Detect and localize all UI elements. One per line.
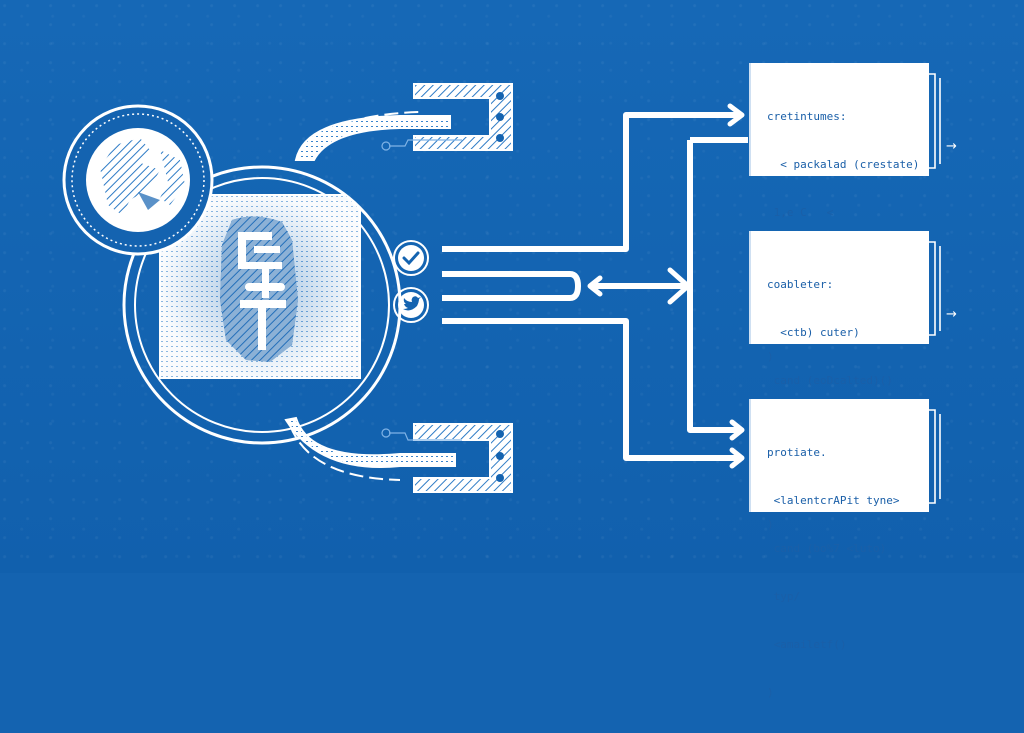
code-line: < packalad (crestate) (767, 158, 920, 171)
code-box-2: coableter: <ctb) cuter) cand (eoDcalted)… (749, 231, 929, 531)
code-line: <lalentcrAPit tyne> (767, 494, 900, 507)
diagram-graphics (62, 73, 941, 504)
code-line: ) (767, 350, 774, 363)
code-line: <ctb) cuter) (767, 326, 860, 339)
code-line: cand (eoDcalted)() (767, 374, 893, 387)
upper-connector (294, 83, 513, 161)
arrow-heads (587, 103, 745, 469)
code-box-1: cretintumes: < packalad (crestate) 1,e C… (749, 63, 929, 363)
code-box-3: protiate. <lalentcrAPit tyne> cand (bo%7… (749, 399, 929, 699)
code-line: cand (bo%7 <luto) (767, 542, 887, 555)
box-brackets (928, 73, 941, 504)
code-line: coableter: (767, 278, 834, 291)
code-line: ) (767, 686, 774, 699)
code-line: protiate. (767, 446, 827, 459)
lower-connector (284, 416, 513, 493)
robot-head-chip-icon (159, 194, 361, 379)
arrow-right-icon: → (946, 307, 957, 322)
flow-lines (442, 112, 748, 461)
code-line: 1,e C < (767, 206, 834, 219)
code-line: cretintumes: (767, 110, 847, 123)
code-line: typ/ (767, 590, 801, 603)
code-line: ) (767, 518, 774, 531)
diagram-canvas: cretintumes: < packalad (crestate) 1,e C… (0, 0, 1024, 573)
checkmark-circle-icon (393, 240, 429, 276)
twitter-bird-icon (393, 287, 429, 323)
arrow-right-icon: → (946, 139, 957, 154)
code-line: <amailetf() (767, 638, 847, 651)
globe-icon (62, 104, 214, 256)
